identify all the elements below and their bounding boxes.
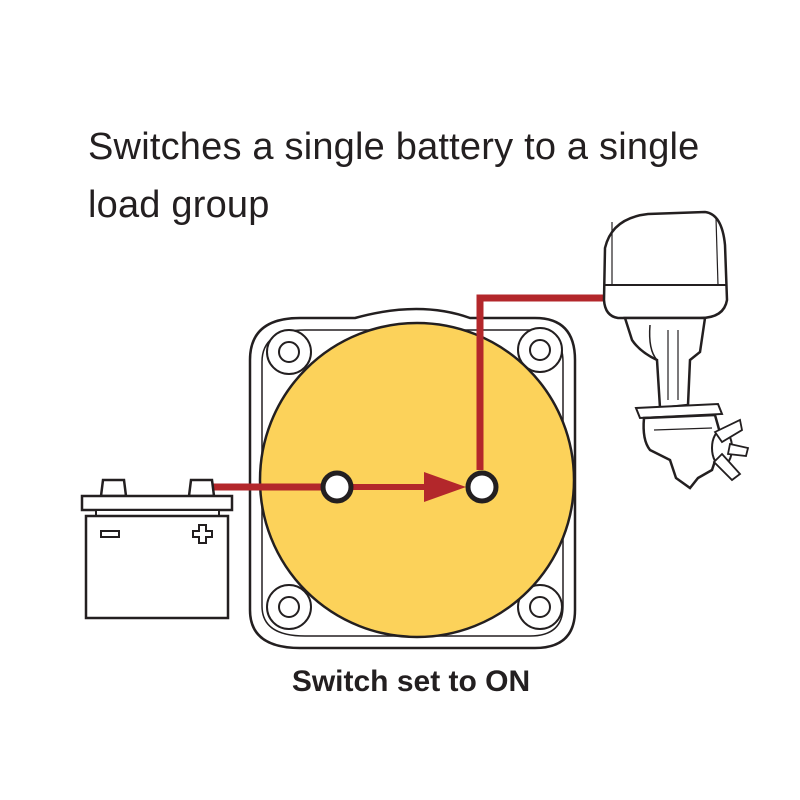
- battery-icon: [80, 478, 234, 620]
- battery-switch-icon: [248, 307, 577, 650]
- switch-state-caption: Switch set to ON: [291, 665, 531, 698]
- title-line-2: load group: [88, 184, 270, 226]
- terminal-input: [320, 470, 354, 504]
- outboard-motor-icon: [602, 210, 750, 490]
- motor-midsection: [623, 316, 707, 410]
- battery-positive-sign: [192, 524, 213, 544]
- diagram-title: Switches a single battery to a single lo…: [88, 118, 768, 234]
- switch-face: [258, 321, 576, 639]
- wiring: [204, 294, 612, 502]
- terminal-output: [465, 470, 499, 504]
- mounting-hole-top-left: [266, 329, 312, 375]
- current-arrow-icon: [424, 472, 466, 502]
- battery-negative-sign: [100, 530, 120, 538]
- mounting-hole-bottom-right: [517, 584, 563, 630]
- propeller-icon: [711, 418, 750, 482]
- motor-cowling: [602, 210, 729, 320]
- title-line-1: Switches a single battery to a single: [88, 126, 700, 168]
- mounting-hole-top-right: [517, 327, 563, 373]
- wire-switch-to-load: [476, 294, 612, 470]
- motor-lower-unit: [642, 413, 724, 490]
- mounting-hole-bottom-left: [266, 584, 312, 630]
